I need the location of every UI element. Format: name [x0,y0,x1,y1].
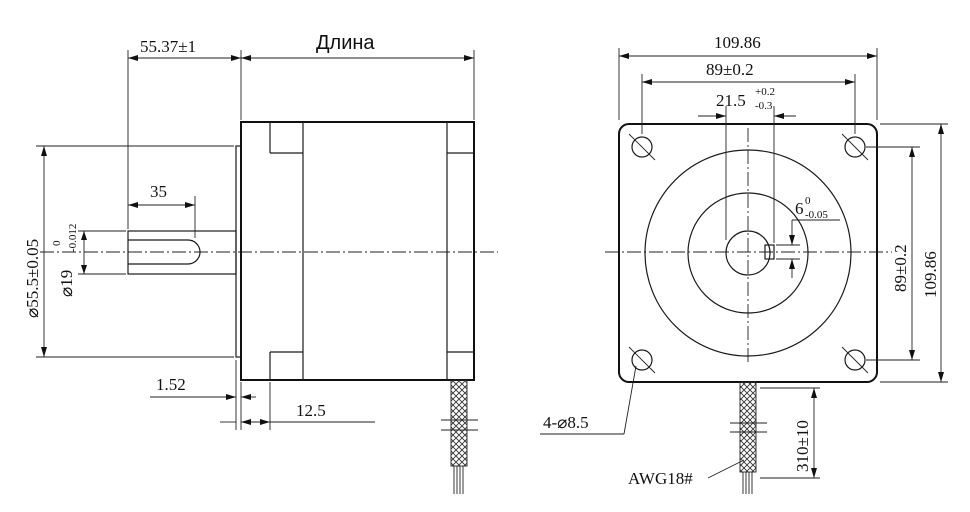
dim-shaft-diameter: ⌀19 0 -0.012 [51,224,126,297]
side-lead-wires [441,379,478,494]
label-pilot-height: 1.52 [156,375,186,394]
dim-flange-protrusion: 55.37±1 [127,37,242,229]
dim-pilot-height: 1.52 [150,360,256,430]
dim-key-height: 21.5 +0.2 -0.3 [698,86,796,243]
shaft [127,230,237,275]
dim-pilot-diameter: ⌀55.5±0.05 [23,145,234,358]
front-lead-wires [730,381,767,494]
label-hole-spacing-vertical: 89±0.2 [891,244,910,292]
label-shaft-diameter: ⌀19 [57,270,76,297]
front-view: 109.86 89±0.2 21.5 +0.2 -0.3 [540,33,948,494]
dim-body-width: 109.86 [618,33,878,120]
label-key-height: 21.5 [716,91,746,110]
label-flange-protrusion: 55.37±1 [140,37,196,56]
label-key-width-tol-lower: -0.05 [805,209,828,221]
pilot-circle [687,192,809,314]
dim-key-length: 35 [128,182,196,238]
label-key-height-tol-lower: -0.3 [755,100,773,112]
dim-flange-thickness: 12.5 [241,382,375,430]
label-flange-thickness: 12.5 [296,401,326,420]
label-mounting-holes: 4-⌀8.5 [543,413,589,432]
dim-length: Длина [241,32,475,120]
dim-hole-spacing: 89±0.2 [641,60,856,134]
callout-mounting-holes: 4-⌀8.5 [540,365,637,435]
side-view: 55.37±1 Длина 35 ⌀55.5±0.05 [23,32,498,494]
label-wire-gauge: AWG18# [628,469,693,488]
mounting-holes [628,133,869,374]
label-length: Длина [316,32,375,54]
dim-hole-spacing-vertical: 89±0.2 [866,146,920,361]
label-hole-spacing: 89±0.2 [706,60,754,79]
hole-top-right [844,136,866,158]
hole-bottom-right [844,349,866,371]
label-key-width-tol-upper: 0 [805,195,811,207]
label-key-height-tol-upper: +0.2 [755,86,775,98]
label-lead-length: 310±10 [793,420,812,472]
hole-bottom-left [631,349,653,371]
dim-key-width: 6 0 -0.05 [776,195,840,278]
dim-body-height: 109.86 [880,123,948,383]
hole-top-left [631,136,653,158]
label-key-width: 6 [795,199,804,218]
label-pilot-diameter: ⌀55.5±0.05 [23,239,42,318]
label-key-length: 35 [150,182,167,201]
label-shaft-tol-lower: -0.012 [67,224,79,252]
motor-body [240,121,475,381]
label-body-width: 109.86 [714,33,761,52]
callout-wire-gauge: AWG18# [628,459,745,488]
label-shaft-tol-upper: 0 [51,240,63,246]
outer-circle [644,149,852,357]
dim-lead-length: 310±10 [760,387,820,479]
shaft-circle [725,230,771,276]
key [764,244,775,260]
label-body-height: 109.86 [921,251,940,298]
